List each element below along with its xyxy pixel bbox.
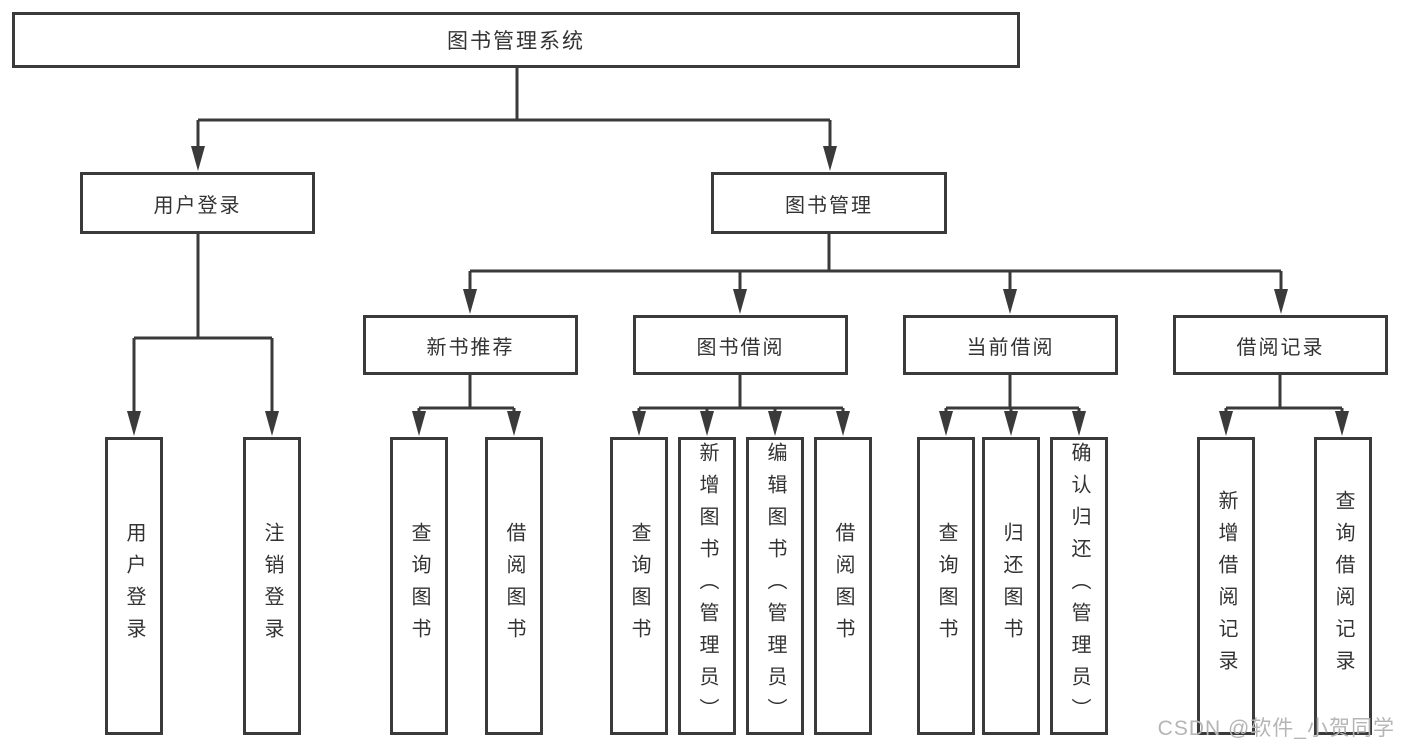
arrow-down-icon: [191, 146, 205, 171]
node-label: 图书管理: [785, 194, 873, 217]
leaf-return-book: 归还图书: [982, 437, 1040, 735]
arrow-down-icon: [836, 411, 850, 436]
leaf-label: 注销登录: [261, 522, 283, 650]
arrow-down-icon: [507, 411, 521, 436]
leaf-label: 借阅图书: [503, 522, 525, 650]
leaf-user-login: 用户登录: [105, 437, 163, 735]
node-new-book-recommendation: 新书推荐: [363, 315, 578, 375]
arrow-down-icon: [1072, 411, 1086, 436]
arrow-down-icon: [1219, 411, 1233, 436]
node-book-management: 图书管理: [711, 172, 947, 234]
node-label: 借阅记录: [1236, 336, 1325, 359]
arrow-down-icon: [939, 411, 953, 436]
arrow-down-icon: [733, 289, 747, 314]
leaf-confirm-return-admin: 确认归还（管理员）: [1050, 437, 1108, 735]
leaf-query-books-current: 查询图书: [917, 437, 975, 735]
leaf-label: 查询图书: [628, 522, 650, 650]
csdn-watermark: CSDN @软件_小贺同学: [1157, 717, 1395, 740]
leaf-edit-book-admin: 编辑图书（管理员）: [746, 437, 804, 735]
leaf-label: 查询图书: [408, 522, 430, 650]
leaf-logout: 注销登录: [243, 437, 301, 735]
leaf-query-books-recommend: 查询图书: [390, 437, 448, 735]
arrow-down-icon: [127, 411, 141, 436]
leaf-borrow-books-recommend: 借阅图书: [485, 437, 543, 735]
node-library-management-system: 图书管理系统: [12, 12, 1020, 68]
arrow-down-icon: [768, 411, 782, 436]
leaf-borrow-books-borrow: 借阅图书: [814, 437, 872, 735]
arrow-down-icon: [463, 289, 477, 314]
arrow-down-icon: [265, 411, 279, 436]
leaf-label: 新增图书（管理员）: [696, 442, 718, 730]
leaf-label: 查询图书: [935, 522, 957, 650]
arrow-down-icon: [1335, 411, 1349, 436]
leaf-query-books-borrow: 查询图书: [610, 437, 668, 735]
node-book-borrowing: 图书借阅: [633, 315, 848, 375]
arrow-down-icon: [1274, 289, 1288, 314]
node-label: 新书推荐: [426, 336, 515, 359]
leaf-label: 新增借阅记录: [1215, 490, 1237, 682]
node-current-borrowing: 当前借阅: [903, 315, 1118, 375]
leaf-label: 用户登录: [123, 522, 145, 650]
arrow-down-icon: [1004, 411, 1018, 436]
leaf-label: 确认归还（管理员）: [1068, 442, 1090, 730]
node-label: 用户登录: [153, 194, 242, 217]
node-borrowing-records: 借阅记录: [1173, 315, 1388, 375]
leaf-label: 编辑图书（管理员）: [764, 442, 786, 730]
node-user-login-group: 用户登录: [80, 172, 315, 234]
node-label: 当前借阅: [966, 336, 1055, 359]
leaf-label: 查询借阅记录: [1332, 490, 1354, 682]
leaf-label: 借阅图书: [832, 522, 854, 650]
leaf-add-borrow-record: 新增借阅记录: [1197, 437, 1255, 735]
leaf-label: 归还图书: [1000, 522, 1022, 650]
leaf-query-borrow-record: 查询借阅记录: [1314, 437, 1372, 735]
arrow-down-icon: [412, 411, 426, 436]
node-label: 图书借阅: [696, 336, 785, 359]
arrow-down-icon: [1003, 289, 1017, 314]
node-label: 图书管理系统: [447, 30, 585, 53]
arrow-down-icon: [632, 411, 646, 436]
leaf-add-book-admin: 新增图书（管理员）: [678, 437, 736, 735]
arrow-down-icon: [700, 411, 714, 436]
arrow-down-icon: [823, 146, 837, 171]
